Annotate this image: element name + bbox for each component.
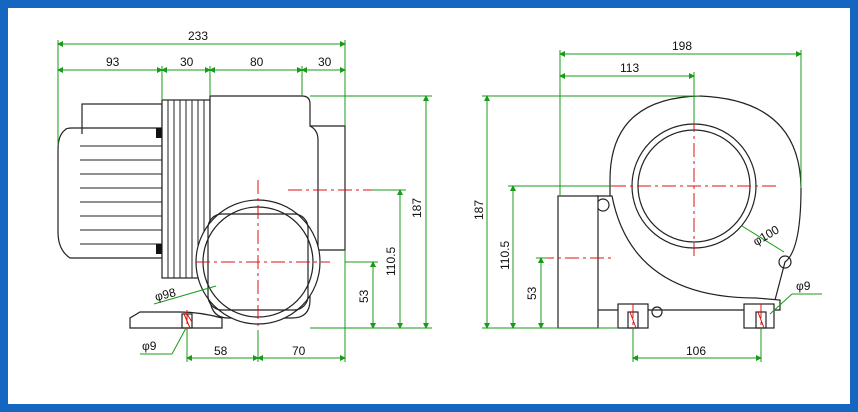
dim-flange-width: 30 [180, 55, 194, 69]
top-dimensions: 233 93 30 80 30 [57, 29, 346, 145]
dim-outlet-width: 30 [318, 55, 332, 69]
motor-body [57, 103, 163, 259]
front-dim-axis-height: 110.5 [498, 241, 512, 270]
dim-overall-height: 187 [410, 198, 424, 218]
front-dim-outlet-center-height: 53 [525, 286, 539, 300]
front-dim-center-offset: 113 [620, 61, 639, 75]
dim-motor-length: 93 [106, 55, 120, 69]
dim-outlet-center-height: 53 [357, 289, 371, 303]
dim-foot-to-center: 58 [214, 344, 228, 358]
dim-housing-width: 80 [250, 55, 264, 69]
dim-axis-height: 110.5 [384, 247, 398, 276]
front-dim-overall-height: 187 [472, 200, 486, 220]
right-dimensions: 187 110.5 53 [310, 95, 432, 329]
dim-center-to-edge: 70 [292, 344, 306, 358]
front-view: 198 113 187 110.5 53 106 φ100 φ9 [472, 39, 822, 362]
dim-mount-hole: φ9 [142, 339, 157, 353]
bottom-dimensions: 58 70 φ98 φ9 [140, 250, 346, 362]
front-left-dimensions: 187 110.5 53 [472, 95, 700, 329]
outlet-rect [557, 195, 599, 329]
mounting-foot [129, 311, 223, 329]
front-dim-overall-width: 198 [672, 39, 692, 53]
dim-overall-width: 233 [188, 29, 208, 43]
side-view: 233 93 30 80 30 187 110.5 53 58 [57, 29, 432, 362]
front-dim-foot-spacing: 106 [686, 344, 706, 358]
front-top-dimensions: 198 113 [559, 39, 802, 196]
front-dim-mount-hole: φ9 [796, 279, 811, 293]
dim-inlet-dia: φ98 [153, 285, 177, 304]
